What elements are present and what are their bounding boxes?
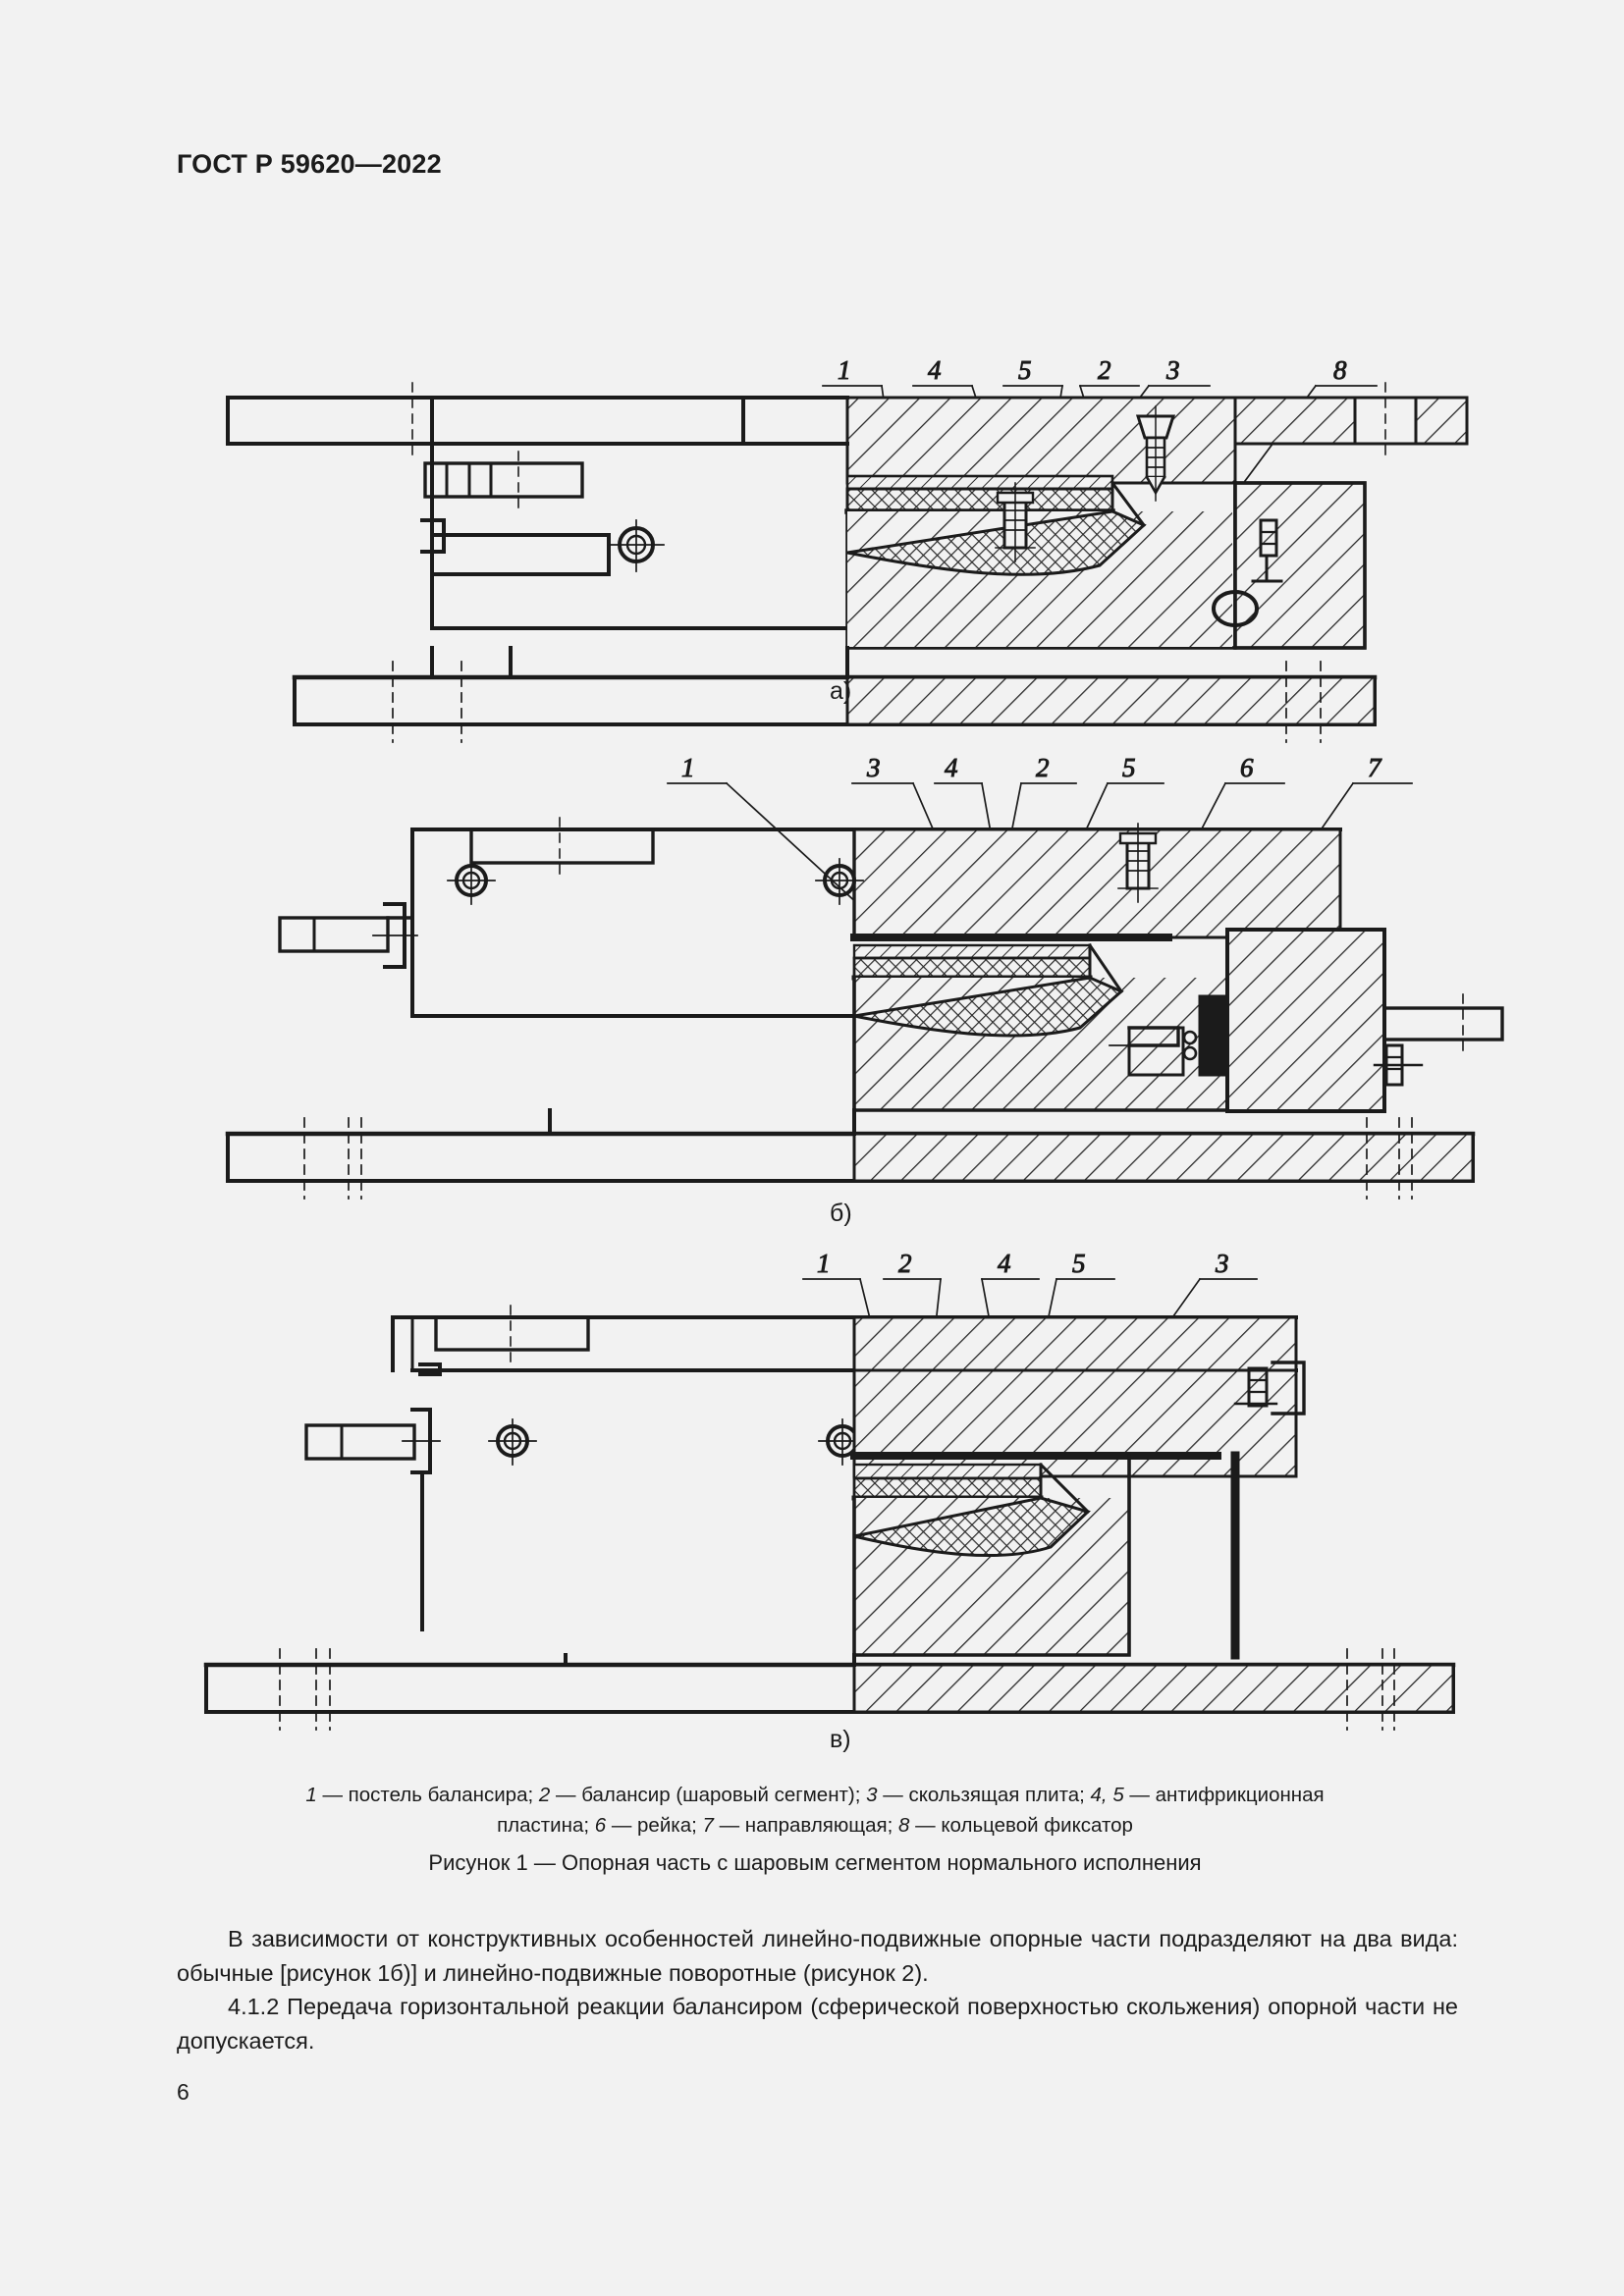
callout-b-2: 2 (1036, 753, 1050, 782)
panel-a-drawing: 1 4 5 2 3 8 (226, 355, 1469, 743)
callout-a-5: 5 (1018, 355, 1032, 385)
callout-c-3: 3 (1215, 1249, 1229, 1278)
callout-a-2: 2 (1098, 355, 1111, 385)
panel-label-b: б) (830, 1200, 852, 1227)
callout-c-5: 5 (1072, 1249, 1086, 1278)
panel-c-drawing: 1 2 4 5 3 (203, 1249, 1456, 1731)
bolt-a-2 (995, 482, 1036, 562)
page-number: 6 (177, 2079, 189, 2105)
legend-line-1: 1 — постель балансира; 2 — балансир (шар… (305, 1784, 1325, 1806)
callout-b-4: 4 (945, 753, 958, 782)
callout-a-3: 3 (1165, 355, 1180, 385)
callout-b-1: 1 (681, 753, 695, 782)
paragraph-1: В зависимости от конструктивных особенно… (177, 1926, 1458, 1986)
panel-label-c: в) (830, 1726, 851, 1753)
callout-b-3: 3 (866, 753, 881, 782)
callout-c-4: 4 (998, 1249, 1011, 1278)
paragraph-2: 4.1.2 Передача горизонтальной реакции ба… (177, 1994, 1458, 2054)
legend-line-2: пластина; 6 — рейка; 7 — направляющая; 8… (497, 1813, 1133, 1837)
figure-1-drawing: 1 4 5 2 3 8 (0, 187, 1624, 1787)
callout-c-2: 2 (898, 1249, 912, 1278)
callout-b-7: 7 (1368, 753, 1382, 782)
panel-label-a: а) (830, 677, 852, 705)
callout-b-6: 6 (1240, 753, 1254, 782)
callout-a-4: 4 (928, 355, 942, 385)
bolt-a-1 (1135, 405, 1176, 502)
panel-b-drawing: 1 3 4 2 5 6 7 (225, 753, 1504, 1200)
callout-a-8: 8 (1333, 355, 1347, 385)
figure-caption: Рисунок 1 — Опорная часть с шаровым сегм… (428, 1850, 1202, 1875)
document-header: ГОСТ Р 59620—2022 (177, 149, 442, 179)
bolt-b-1 (1117, 823, 1159, 903)
body-text: В зависимости от конструктивных особенно… (177, 1922, 1458, 2057)
callout-b-5: 5 (1122, 753, 1136, 782)
callout-c-1: 1 (817, 1249, 831, 1278)
technical-drawing-svg: 1 4 5 2 3 8 (203, 355, 1504, 1731)
callout-a-1: 1 (838, 355, 851, 385)
figure-legend: 1 — постель балансира; 2 — балансир (шар… (177, 1781, 1453, 1842)
